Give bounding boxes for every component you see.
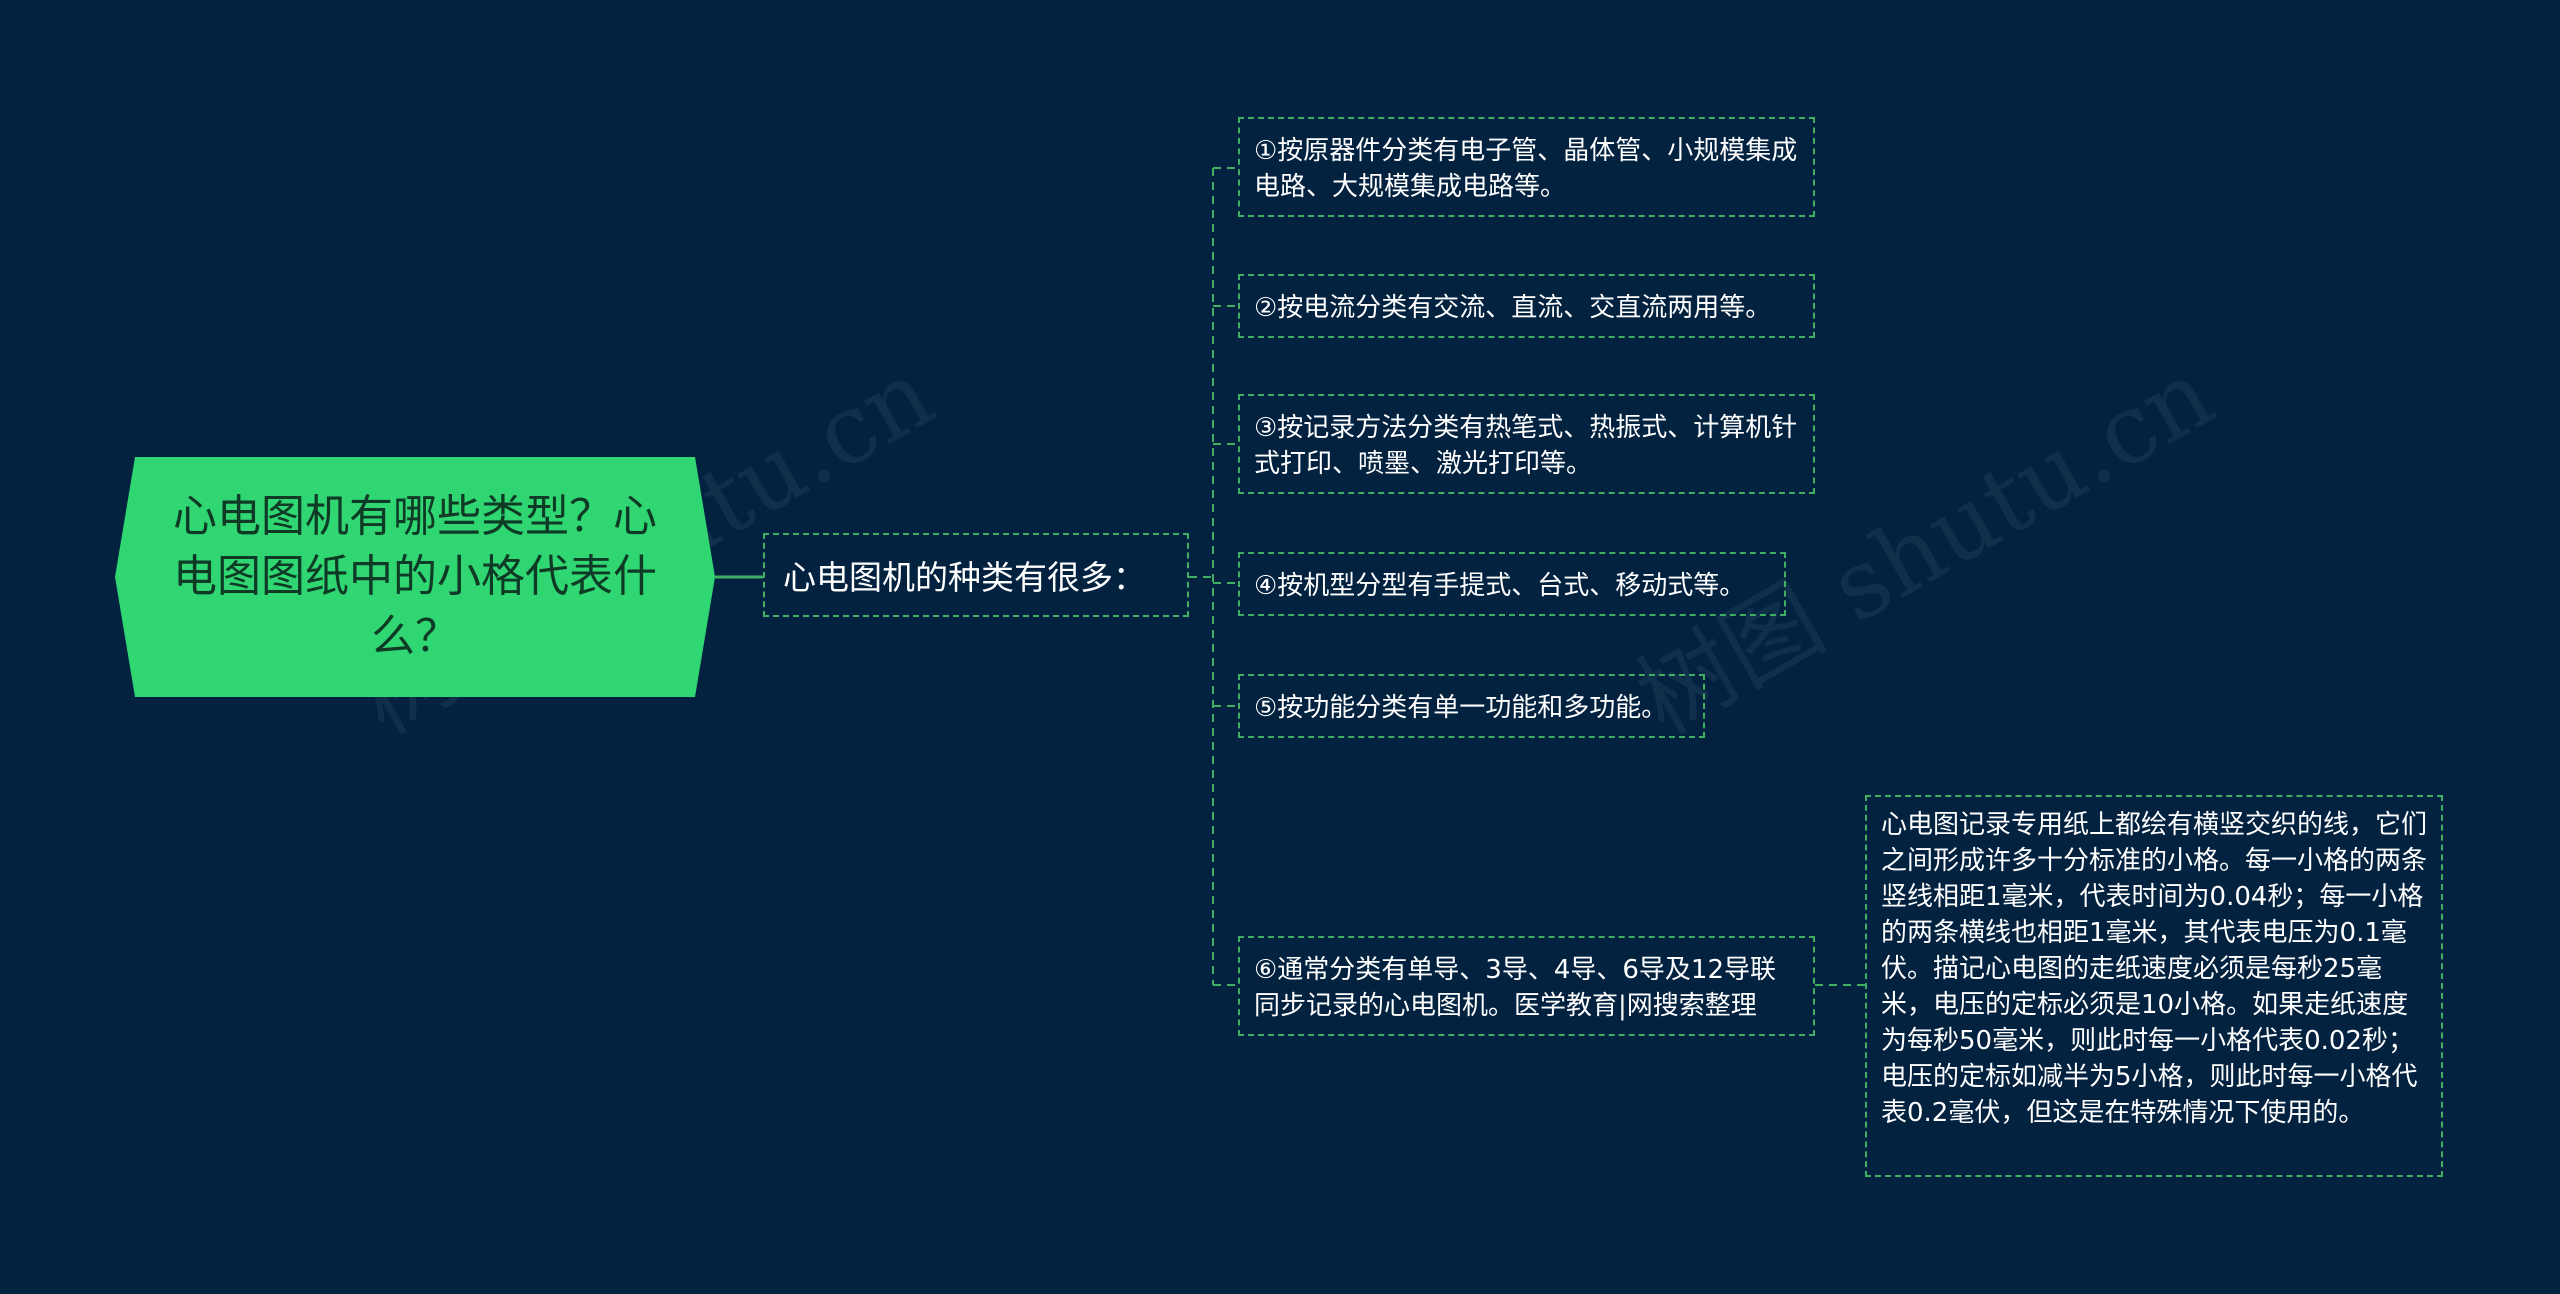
root-topic-label: 心电图机有哪些类型？心电图图纸中的小格代表什么？ bbox=[173, 491, 657, 662]
topic-ecg-types-label: 心电图机的种类有很多： bbox=[783, 558, 1146, 597]
root-hexagon bbox=[115, 457, 715, 697]
detail-label: 心电图记录专用纸上都绘有横竖交织的线，它们之间形成许多十分标准的小格。每一小格的… bbox=[1881, 810, 2428, 1128]
subtopic-model-type[interactable]: ④按机型分型有手提式、台式、移动式等。 bbox=[1238, 552, 1786, 616]
subtopic-label: ③按记录方法分类有热笔式、热振式、计算机针式打印、喷墨、激光打印等。 bbox=[1254, 413, 1798, 479]
subtopic-label: ②按电流分类有交流、直流、交直流两用等。 bbox=[1254, 293, 1772, 323]
subtopic-label: ④按机型分型有手提式、台式、移动式等。 bbox=[1254, 571, 1746, 601]
subtopic-label: ⑤按功能分类有单一功能和多功能。 bbox=[1254, 693, 1668, 723]
subtopic-leads[interactable]: ⑥通常分类有单导、3导、4导、6导及12导联同步记录的心电图机。医学教育|网搜索… bbox=[1238, 936, 1815, 1036]
subtopic-recording-method[interactable]: ③按记录方法分类有热笔式、热振式、计算机针式打印、喷墨、激光打印等。 bbox=[1238, 394, 1815, 494]
root-topic[interactable]: 心电图机有哪些类型？心电图图纸中的小格代表什么？ bbox=[115, 457, 715, 697]
subtopic-function[interactable]: ⑤按功能分类有单一功能和多功能。 bbox=[1238, 674, 1705, 738]
detail-grid-explanation[interactable]: 心电图记录专用纸上都绘有横竖交织的线，它们之间形成许多十分标准的小格。每一小格的… bbox=[1865, 795, 2443, 1177]
subtopic-label: ⑥通常分类有单导、3导、4导、6导及12导联同步记录的心电图机。医学教育|网搜索… bbox=[1254, 955, 1777, 1021]
subtopic-current[interactable]: ②按电流分类有交流、直流、交直流两用等。 bbox=[1238, 274, 1815, 338]
subtopic-label: ①按原器件分类有电子管、晶体管、小规模集成电路、大规模集成电路等。 bbox=[1254, 136, 1798, 202]
topic-ecg-types[interactable]: 心电图机的种类有很多： bbox=[763, 533, 1189, 617]
subtopic-components[interactable]: ①按原器件分类有电子管、晶体管、小规模集成电路、大规模集成电路等。 bbox=[1238, 117, 1815, 217]
